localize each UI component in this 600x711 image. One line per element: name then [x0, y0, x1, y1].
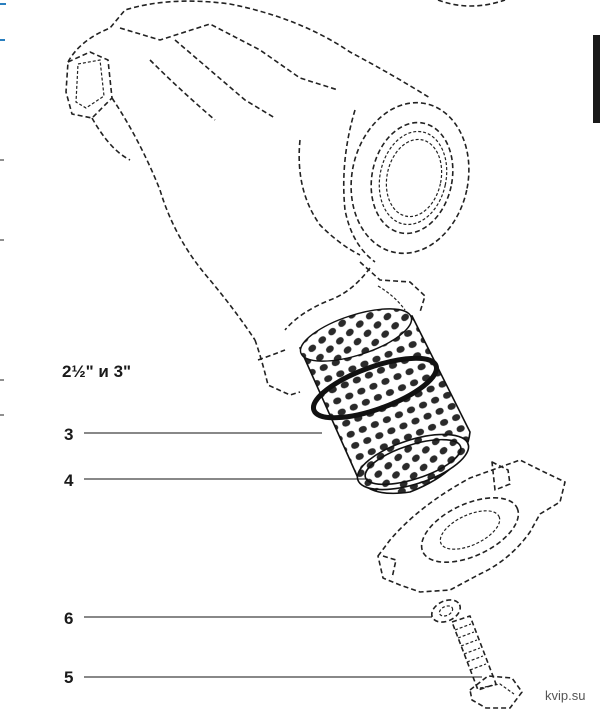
size-label: 2½" и 3" [62, 362, 132, 381]
washer [430, 599, 462, 623]
callout-number-5: 5 [64, 668, 74, 687]
strainer-screen [298, 308, 471, 495]
callout-number-6: 6 [64, 609, 74, 628]
page-edge-marks [0, 0, 600, 416]
strainer-cap [377, 459, 566, 593]
gasket-ring [310, 355, 440, 421]
plug-bolt [451, 615, 523, 709]
callout-number-3: 3 [64, 425, 74, 444]
callout-number-4: 4 [64, 471, 74, 490]
strainer-body [65, 0, 470, 396]
callout-leaders [84, 432, 482, 678]
watermark: kvip.su [545, 688, 586, 703]
